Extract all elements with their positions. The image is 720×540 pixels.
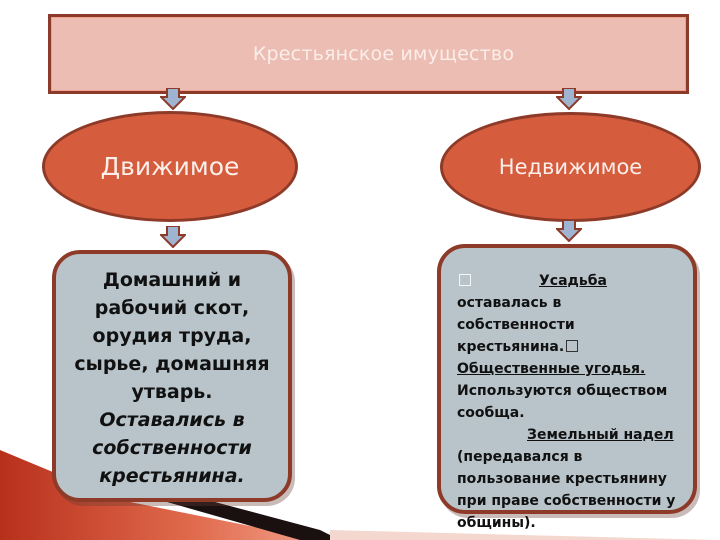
root-title: Крестьянское имущество <box>252 43 515 65</box>
detail-line-italic: Оставались в <box>99 409 245 431</box>
item-title-estate: Усадьба <box>539 273 607 289</box>
immovable-details-card: Усадьба оставалась в собственности крест… <box>437 244 697 531</box>
decorative-ribbon <box>0 450 720 540</box>
detail-line: утварь. <box>131 381 213 403</box>
immovable-node: Недвижимое <box>440 112 701 222</box>
arrow-down-icon <box>160 88 186 110</box>
immovable-heading: Недвижимое <box>498 155 643 179</box>
item-title-common-lands: Общественные угодья. <box>457 361 646 377</box>
arrow-down-icon <box>556 88 582 110</box>
detail-line: сырье, домашняя <box>74 353 270 375</box>
arrow-down-icon <box>556 220 582 242</box>
item-title-land-allotment: Земельный надел <box>527 427 674 443</box>
detail-line: рабочий скот, <box>94 297 250 319</box>
item-text-common-lands: Используются обществом сообща. <box>457 383 668 421</box>
item-text-estate: оставалась в собственности крестьянина. <box>457 295 575 355</box>
detail-line-italic: крестьянина. <box>99 465 245 487</box>
root-node: Крестьянское имущество <box>48 14 689 94</box>
detail-line: Домашний и <box>102 269 242 291</box>
item-text-land-allotment: (передавался в пользование крестьянину п… <box>457 449 676 531</box>
movable-node: Движимое <box>42 111 298 222</box>
bullet-icon <box>459 274 471 286</box>
arrow-down-icon <box>160 226 186 248</box>
movable-details-card: Домашний и рабочий скот, орудия труда, с… <box>52 250 292 502</box>
bullet-icon <box>566 340 579 352</box>
detail-line: орудия труда, <box>92 325 252 347</box>
movable-heading: Движимое <box>100 152 240 181</box>
detail-line-italic: собственности <box>92 437 252 459</box>
